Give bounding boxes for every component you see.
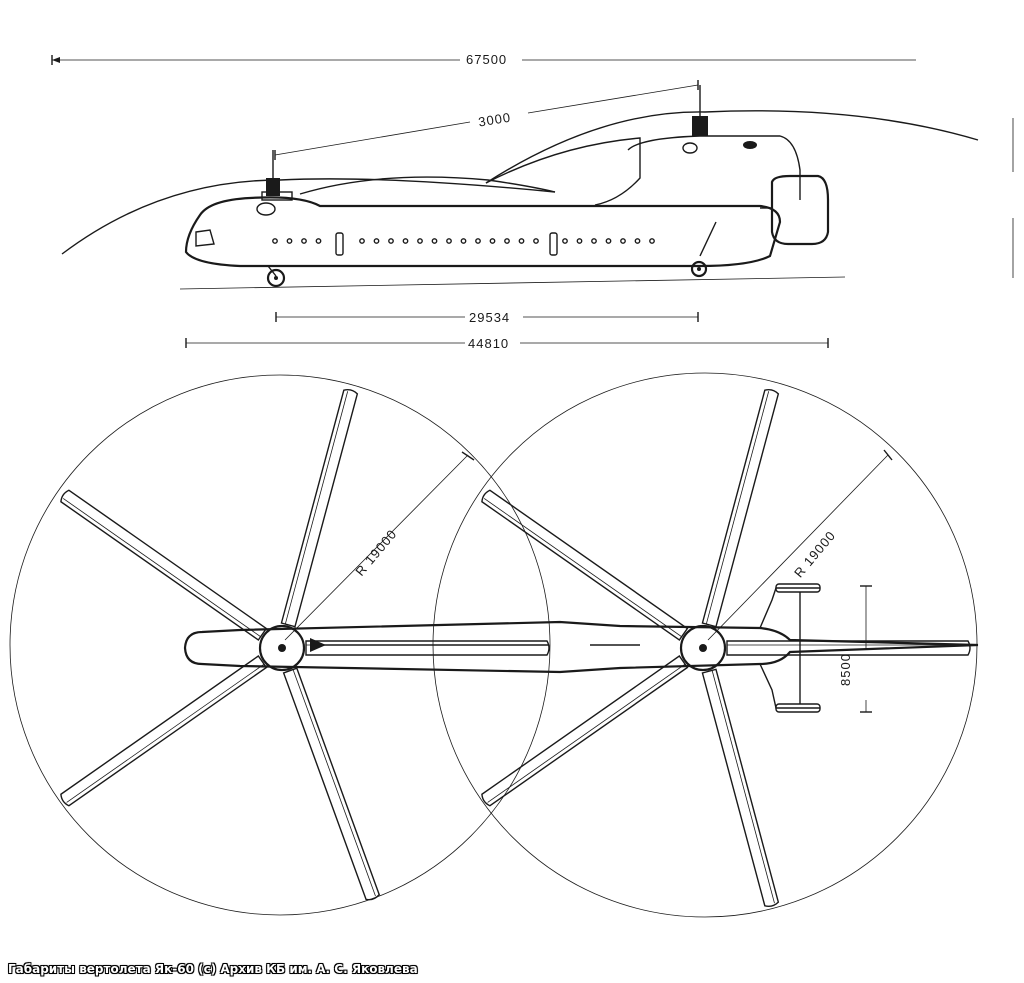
rear-landing-gear: [690, 221, 717, 278]
rear-door: [549, 232, 558, 256]
cabin-window: [417, 238, 423, 244]
cabin-window: [518, 238, 525, 244]
front-rotor-top: [60, 388, 550, 901]
rotor-blade: [60, 489, 268, 641]
ground-line: [179, 276, 846, 290]
cabin-window: [605, 238, 612, 244]
image-caption: Габариты вертолета Як-60 (c) Архив КБ им…: [8, 962, 418, 976]
rotor-blade: [481, 489, 689, 641]
cabin-window: [373, 238, 380, 244]
cabin-window: [591, 238, 597, 244]
rotor-blade: [701, 388, 780, 628]
cabin-window: [431, 238, 438, 244]
top-view: R 19000 R 19000 8500: [9, 372, 979, 918]
dim-fuselage-length: 29534: [275, 310, 699, 325]
front-landing-gear: [266, 265, 286, 288]
cabin-window: [446, 238, 452, 244]
cabin-window: [475, 238, 481, 244]
window-row: [272, 238, 655, 244]
rotor-blade: [282, 667, 381, 901]
rear-rotor-hub: [679, 624, 727, 672]
cabin-window: [359, 238, 365, 244]
cabin-window: [634, 238, 641, 244]
rotor-blade: [305, 640, 550, 656]
front-rotor-hub-side: [261, 150, 293, 201]
rear-rotor-arc: [485, 110, 979, 184]
cabin-window: [272, 238, 278, 244]
cabin-window: [576, 238, 583, 244]
rotor-blade: [60, 655, 268, 807]
cabin-window: [649, 238, 655, 244]
dim-rotor-distance-label: 3000: [477, 110, 512, 130]
dim-stabilizer-span-label: 8500: [838, 653, 853, 686]
dim-front-rotor-radius-label: R 19000: [352, 526, 400, 579]
rotor-blade: [280, 388, 359, 628]
cockpit-window: [195, 229, 215, 247]
cabin-window: [402, 238, 409, 244]
cabin-window: [301, 238, 307, 244]
dim-rotor-distance: 3000: [274, 80, 699, 160]
front-rotor-disc: [9, 374, 551, 916]
dim-rear-rotor-radius-label: R 19000: [791, 528, 839, 581]
cabin-window: [286, 238, 293, 244]
rear-pylon: [485, 137, 641, 206]
cabin-window: [620, 238, 626, 244]
cabin-window: [388, 238, 394, 244]
dim-overall-length: 67500: [51, 52, 916, 67]
front-pylon: [299, 176, 556, 195]
rear-engine-nacelle: [627, 135, 801, 200]
dim-length: 44810: [185, 336, 829, 351]
rear-rotor-hub-side: [692, 85, 708, 136]
cabin-window: [504, 238, 510, 244]
dim-fuselage-length-label: 29534: [469, 310, 510, 325]
dim-overall-length-label: 67500: [466, 52, 507, 67]
cabin-window: [533, 238, 539, 244]
front-door: [335, 232, 344, 256]
cabin-window: [460, 238, 467, 244]
front-rotor-arc: [61, 178, 556, 255]
front-rotor-hub: [258, 624, 306, 672]
rotor-blade: [481, 655, 689, 807]
cabin-window: [489, 238, 496, 244]
dim-stabilizer-span: 8500: [838, 585, 872, 713]
rotor-blade: [701, 668, 780, 908]
cabin-window: [315, 238, 322, 244]
dim-height: 11600: [1012, 118, 1014, 278]
tail-engine-pod: [760, 174, 830, 246]
cabin-window: [562, 238, 568, 244]
dim-length-label: 44810: [468, 336, 509, 351]
side-view: 67500 3000: [51, 52, 1014, 351]
rear-rotor-top: [481, 388, 971, 908]
rotor-blade: [726, 640, 971, 656]
dim-front-rotor-radius: R 19000: [284, 451, 475, 641]
